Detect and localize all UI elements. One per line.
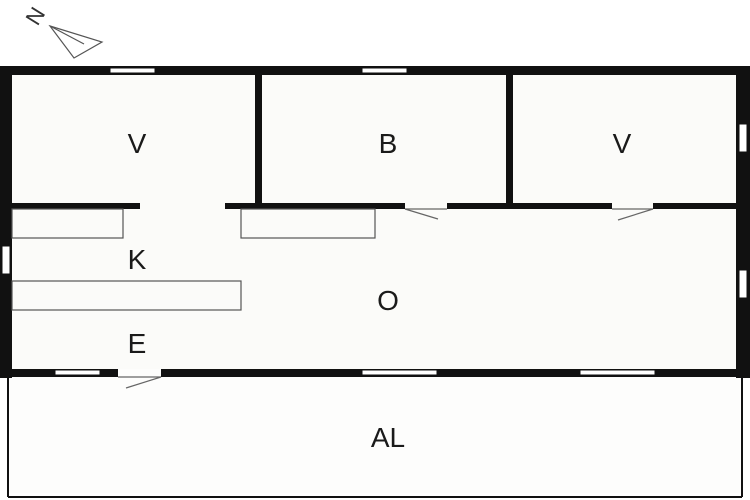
room-label-bedroom-left: V <box>128 128 147 159</box>
door-bath-leaf <box>404 208 439 220</box>
interior-walls <box>10 72 739 209</box>
hall-wall-right-a <box>447 203 612 209</box>
room-label-kitchen: K <box>128 244 147 275</box>
fixtures <box>11 208 376 311</box>
hall-wall-right-b <box>653 203 739 209</box>
window-right-lower <box>738 269 748 299</box>
window-top-mid <box>361 67 408 74</box>
window-top-left <box>109 67 156 74</box>
north-arrow: N <box>21 3 104 59</box>
windows <box>1 67 748 376</box>
window-left <box>1 245 11 275</box>
window-bottom-right <box>579 369 656 376</box>
room-label-bathroom: B <box>379 128 398 159</box>
annex-floor <box>8 375 742 493</box>
hall-wall-mid <box>225 203 405 209</box>
room-labels: V B V K O E AL <box>128 128 632 453</box>
window-right-upper <box>738 123 748 153</box>
room-label-living: O <box>377 285 399 316</box>
partition-b-v <box>506 72 513 206</box>
kitchen-counter-lower <box>11 280 242 311</box>
door-bedroom-right-leaf <box>617 208 654 221</box>
compass-needle-icon <box>48 24 104 59</box>
window-bottom-mid <box>361 369 438 376</box>
wall-left <box>0 66 12 378</box>
door-opening-bedroom-right <box>612 203 653 209</box>
wall-right <box>736 66 750 378</box>
door-entrance-leaf <box>125 376 162 389</box>
door-opening-bath <box>405 203 447 209</box>
room-label-entrance: E <box>128 328 147 359</box>
hall-cabinet <box>240 208 376 239</box>
room-label-annex: AL <box>371 422 405 453</box>
doors <box>118 203 654 389</box>
kitchen-counter-upper <box>11 208 124 239</box>
compass-needle-axis <box>49 25 85 45</box>
room-label-bedroom-right: V <box>613 128 632 159</box>
annex-outline <box>7 377 743 498</box>
hall-wall-left <box>10 203 140 209</box>
partition-v-b <box>255 72 262 206</box>
door-opening-entrance <box>118 369 161 377</box>
window-bottom-left <box>54 369 101 376</box>
main-floor <box>10 72 738 372</box>
north-label: N <box>21 3 51 30</box>
